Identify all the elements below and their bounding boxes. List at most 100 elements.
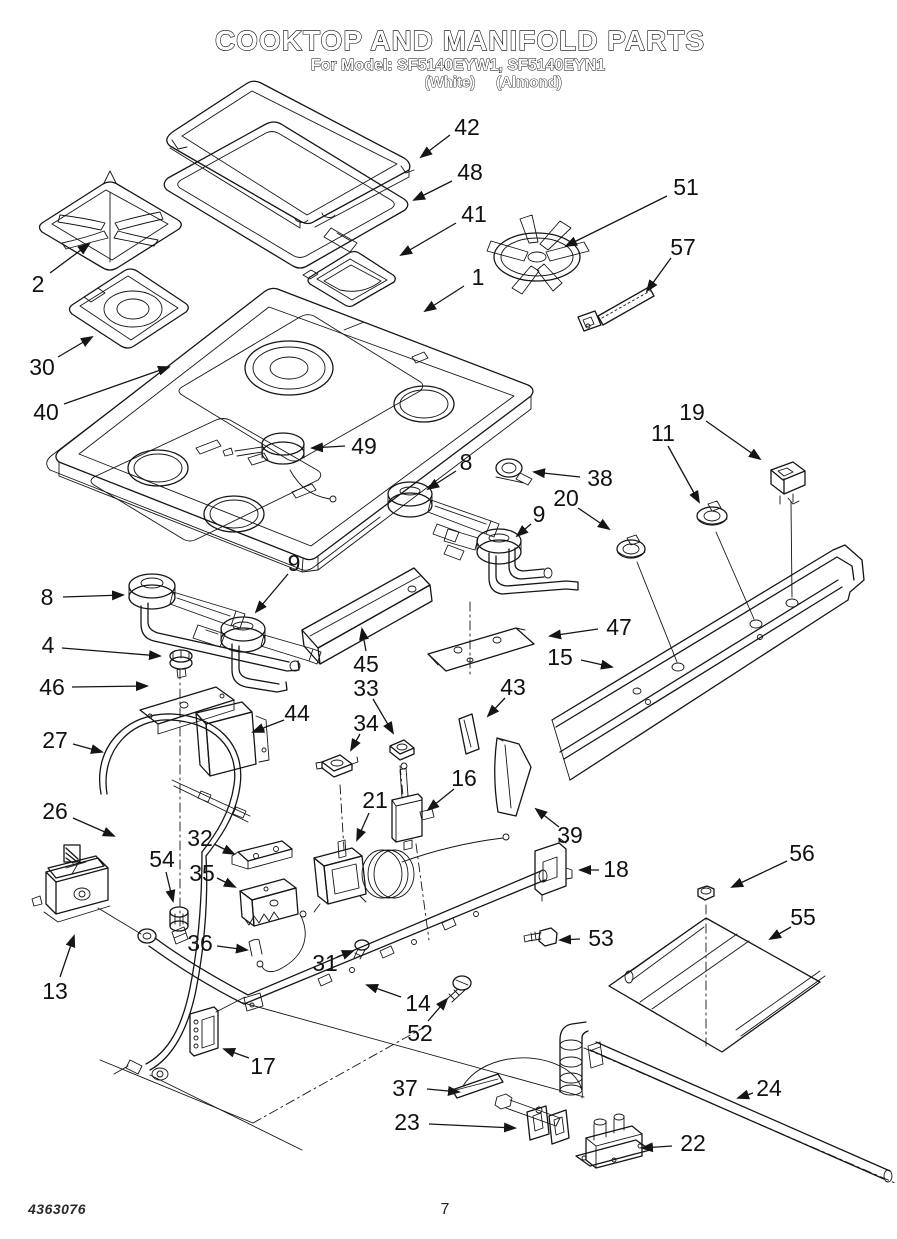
callout-arrow: [423, 285, 465, 313]
callout-label: 21: [362, 787, 388, 813]
callout-53: 53: [558, 925, 614, 951]
callout-arrow: [59, 934, 76, 978]
finish-white-label: (White): [425, 74, 476, 91]
finish-almond-label: (Almond): [496, 74, 562, 91]
callout-30: 30: [29, 335, 94, 380]
part-nut-56: [697, 885, 715, 901]
part-bracket-47: [427, 627, 535, 672]
callout-arrow: [426, 470, 457, 491]
part-bracket-18: [534, 837, 573, 902]
callout-label: 30: [29, 354, 55, 380]
page-title: COOKTOP AND MANIFOLD PARTS: [215, 25, 705, 56]
callout-arrow: [165, 871, 176, 903]
callout-arrow: [49, 242, 91, 274]
callout-42: 42: [419, 114, 480, 159]
callout-arrow: [426, 1085, 461, 1096]
callout-19: 19: [679, 399, 762, 461]
callout-40: 40: [33, 365, 171, 425]
callout-label: 15: [547, 644, 573, 670]
callout-13: 13: [42, 934, 76, 1004]
callout-54: 54: [149, 846, 176, 903]
callout-arrow: [62, 590, 125, 601]
callout-label: 36: [187, 930, 213, 956]
callout-26: 26: [42, 798, 116, 837]
assembly-lines: [97, 501, 896, 1184]
callout-22: 22: [640, 1130, 706, 1156]
part-bracket-46: [139, 686, 235, 735]
callout-arrow: [71, 681, 149, 692]
callout-arrow: [359, 627, 369, 652]
callout-arrow: [580, 659, 614, 670]
part-clamp-38: [495, 458, 533, 486]
part-nut-34: [315, 754, 359, 778]
callout-label: 32: [187, 825, 213, 851]
part-shield-55: [608, 917, 826, 1053]
callout-label: 14: [405, 990, 431, 1016]
callout-16: 16: [426, 765, 477, 812]
part-sleeve-54: [169, 906, 189, 932]
part-grate-2: [38, 170, 182, 271]
callout-label: 18: [603, 856, 629, 882]
callout-2: 2: [32, 242, 91, 297]
callout-39: 39: [534, 807, 583, 848]
callout-label: 52: [407, 1020, 433, 1046]
callout-arrow: [61, 647, 162, 661]
callout-arrow: [216, 877, 237, 888]
callout-arrow: [667, 445, 700, 504]
callout-label: 20: [553, 485, 579, 511]
callout-label: 9: [533, 501, 546, 527]
model-line: For Model: SF5140EYW1, SF5140EYN1: [311, 57, 605, 74]
callout-arrow: [548, 628, 599, 640]
callout-label: 34: [353, 710, 379, 736]
callout-arrow: [428, 1122, 517, 1133]
callout-arrow: [564, 195, 668, 247]
callout-arrow: [412, 180, 453, 201]
callout-label: 16: [451, 765, 477, 791]
part-burners-left: [128, 573, 322, 693]
callout-43: 43: [486, 674, 526, 718]
callout-arrow: [399, 222, 457, 257]
callout-11: 11: [651, 420, 700, 504]
part-drip-pan-30: [68, 268, 189, 349]
part-burners-right: [387, 481, 579, 595]
callout-label: 27: [42, 727, 68, 753]
callout-17: 17: [222, 1048, 276, 1079]
callout-arrow: [72, 817, 116, 837]
callout-arrow: [486, 697, 506, 718]
callout-1: 1: [423, 264, 484, 313]
callout-label: 2: [32, 271, 45, 297]
callout-label: 37: [392, 1075, 418, 1101]
part-valve-22: [575, 1113, 651, 1169]
part-channel-45: [301, 567, 433, 665]
callout-arrow: [216, 943, 249, 954]
callout-arrow: [350, 733, 361, 752]
callout-label: 43: [500, 674, 526, 700]
callout-label: 8: [460, 449, 473, 475]
callout-label: 17: [250, 1053, 276, 1079]
callout-41: 41: [399, 201, 487, 257]
part-bracket-32: [231, 840, 293, 870]
part-thermostat-21: [313, 839, 415, 913]
callout-arrow: [251, 719, 285, 733]
callout-20: 20: [553, 485, 611, 531]
part-bracket-17: [189, 1006, 219, 1057]
part-igniter-57: [577, 286, 655, 332]
callout-49: 49: [310, 433, 377, 459]
callout-8: 8: [41, 584, 125, 610]
part-strip-43: [458, 713, 480, 755]
callout-label: 41: [461, 201, 487, 227]
callout-arrow: [645, 257, 672, 293]
part-bolt-53: [523, 927, 558, 947]
callout-27: 27: [42, 727, 104, 754]
part-seal-40-edge: [46, 387, 381, 571]
callout-label: 54: [149, 846, 175, 872]
callout-label: 19: [679, 399, 705, 425]
part-screw-52: [446, 975, 472, 1003]
callout-label: 23: [394, 1109, 420, 1135]
callout-arrow: [768, 926, 792, 940]
callout-44: 44: [251, 700, 310, 733]
callout-arrow: [427, 997, 449, 1022]
callout-45: 45: [353, 627, 379, 677]
